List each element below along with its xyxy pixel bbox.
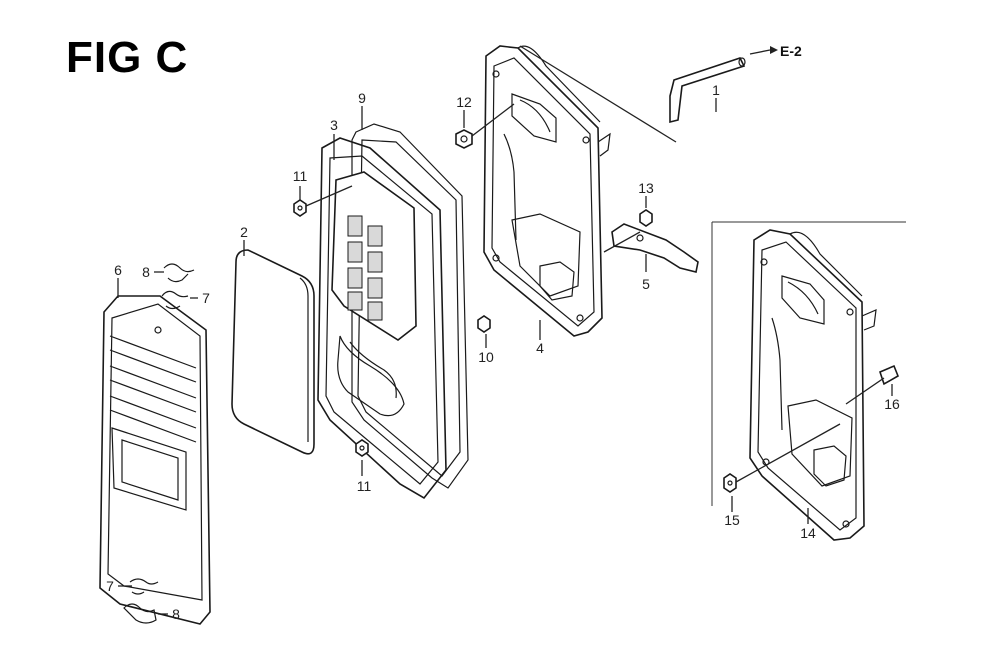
part-clip-top: [161, 263, 195, 310]
callout-4: 4: [536, 340, 544, 356]
part-element-holder: [331, 171, 417, 417]
part-clip-bottom: [123, 578, 159, 624]
callout-13: 13: [638, 180, 654, 196]
nut-13: [639, 209, 653, 227]
callout-7-bottom: 7: [106, 578, 114, 594]
nut-11-bottom: [355, 439, 369, 457]
nut-12: [455, 129, 473, 149]
part-case: [351, 123, 469, 489]
part-base-plate-variant: [749, 229, 877, 541]
callout-1: 1: [712, 82, 720, 98]
nut-10: [477, 315, 491, 333]
callout-15: 15: [724, 512, 740, 528]
callout-14: 14: [800, 525, 816, 541]
part-filter-element: [231, 249, 315, 455]
inset-frame: [711, 221, 906, 506]
reference-label: E-2: [780, 43, 802, 59]
callout-11-bottom: 11: [356, 478, 372, 494]
callout-7-top: 7: [202, 290, 210, 306]
callout-2: 2: [240, 224, 248, 240]
callout-9: 9: [358, 90, 366, 106]
figure-title: FIG C: [66, 33, 189, 82]
part-bracket: [611, 223, 699, 273]
callout-3: 3: [330, 117, 338, 133]
part-base-plate: [483, 45, 611, 337]
part-breather-tube: [669, 57, 746, 124]
callout-8-top: 8: [142, 264, 150, 280]
nut-15: [723, 473, 737, 493]
part-plug: [879, 364, 900, 386]
leader-lines: [117, 45, 893, 615]
callout-12: 12: [456, 94, 472, 110]
callout-16: 16: [884, 396, 900, 412]
part-cover: [99, 295, 211, 625]
nut-11-top: [293, 199, 307, 217]
callout-11-top: 11: [292, 168, 308, 184]
callout-6: 6: [114, 262, 122, 278]
callout-5: 5: [642, 276, 650, 292]
callout-8-bottom: 8: [172, 606, 180, 622]
callout-10: 10: [478, 349, 494, 365]
